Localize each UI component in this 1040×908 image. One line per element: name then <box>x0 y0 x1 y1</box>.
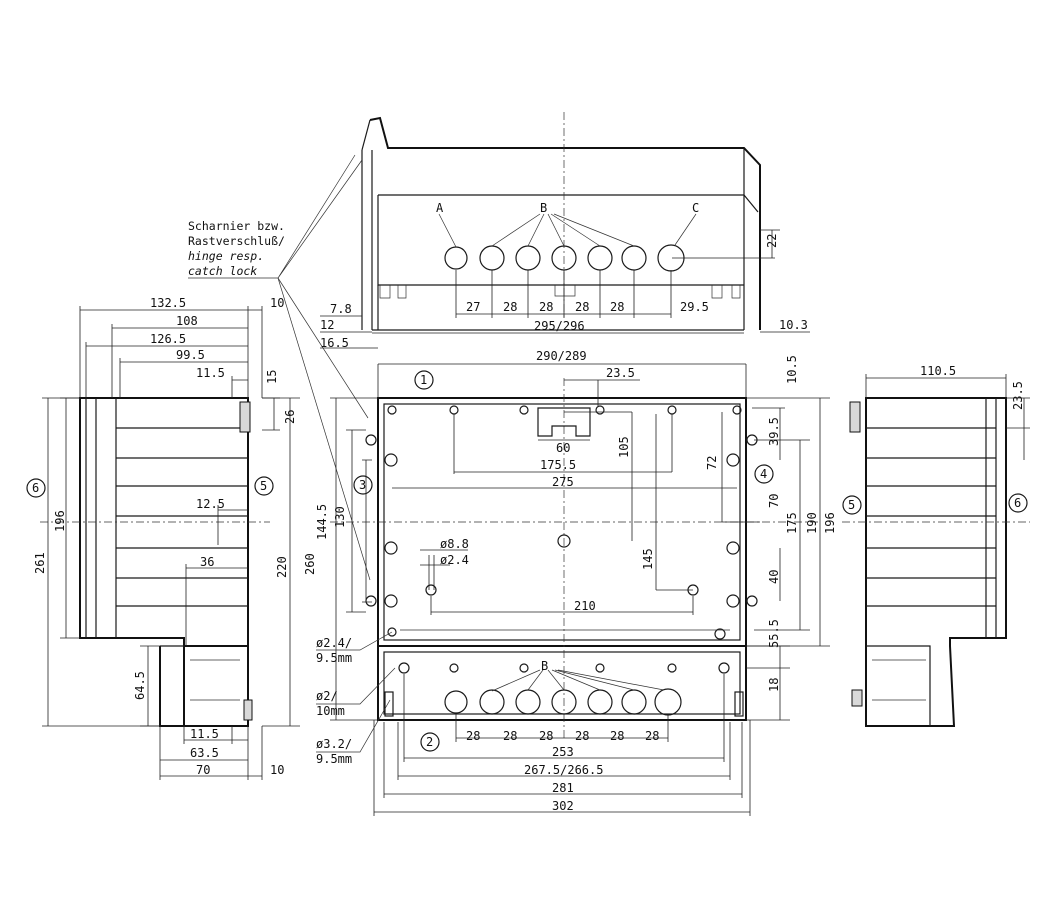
dim-23-5-right: 23.5 <box>1011 381 1025 410</box>
circled-2: 2 <box>426 735 433 749</box>
dim-70-left: 70 <box>196 763 210 777</box>
dim-phi-2-4: ø2.4 <box>440 553 469 567</box>
circled-5-right: 5 <box>848 498 855 512</box>
dim-phi-8-8: ø8.8 <box>440 537 469 551</box>
dim-253: 253 <box>552 745 574 759</box>
dim-26: 26 <box>283 410 297 424</box>
dim-22: 22 <box>765 234 779 248</box>
hole-3-a: ø3.2/ <box>316 737 352 751</box>
note-line-1: Scharnier bzw. <box>188 219 285 233</box>
dim-275: 275 <box>552 475 574 489</box>
dim-10-bottom: 10 <box>270 763 284 777</box>
note-text: Scharnier bzw. Rastverschluß/ hinge resp… <box>188 219 285 278</box>
dim-281: 281 <box>552 781 574 795</box>
dim-108: 108 <box>176 314 198 328</box>
dim-64-5: 64.5 <box>133 671 147 700</box>
dim-295-296: 295/296 <box>534 319 585 333</box>
dim-220: 220 <box>275 556 289 578</box>
dim-bottom-28-1: 28 <box>466 729 480 743</box>
dim-36: 36 <box>200 555 214 569</box>
dim-10-5: 10.5 <box>785 355 799 384</box>
hole-1-b: 9.5mm <box>316 651 352 665</box>
right-side-view <box>842 374 1030 727</box>
front-view <box>316 363 830 816</box>
hole-1-a: ø2.4/ <box>316 636 352 650</box>
circled-6-left: 6 <box>32 481 39 495</box>
dim-105: 105 <box>617 436 631 458</box>
dim-72: 72 <box>705 456 719 470</box>
note-line-2: Rastverschluß/ <box>188 234 285 248</box>
dim-bottom-28-2: 28 <box>503 729 517 743</box>
dim-267-5: 267.5/266.5 <box>524 763 603 777</box>
note-line-4: catch lock <box>188 264 257 278</box>
dim-16-5: 16.5 <box>320 336 349 350</box>
dim-126-5: 126.5 <box>150 332 186 346</box>
dim-175: 175 <box>785 512 799 534</box>
dim-210: 210 <box>574 599 596 613</box>
dim-10-top: 10 <box>270 296 284 310</box>
hole-3-b: 9.5mm <box>316 752 352 766</box>
dim-99-5: 99.5 <box>176 348 205 362</box>
dim-55-5: 55.5 <box>767 619 781 648</box>
dim-175-5: 175.5 <box>540 458 576 472</box>
dim-196-left: 196 <box>53 510 67 532</box>
dim-302: 302 <box>552 799 574 813</box>
dim-11-5-bottom: 11.5 <box>190 727 219 741</box>
dim-70: 70 <box>767 494 781 508</box>
dim-261: 261 <box>33 552 47 574</box>
dim-132-5: 132.5 <box>150 296 186 310</box>
dim-130: 130 <box>333 506 347 528</box>
note-line-3: hinge resp. <box>188 249 264 263</box>
dim-12: 12 <box>320 318 334 332</box>
dim-bottom-28-3: 28 <box>539 729 553 743</box>
dim-63-5: 63.5 <box>190 746 219 760</box>
dim-23-5: 23.5 <box>606 366 635 380</box>
dim-15: 15 <box>265 370 279 384</box>
dim-10-3: 10.3 <box>779 318 808 332</box>
dim-190: 190 <box>805 512 819 534</box>
dim-145: 145 <box>641 548 655 570</box>
dim-60: 60 <box>556 441 570 455</box>
dim-7-8: 7.8 <box>330 302 352 316</box>
marker-a: A <box>436 201 444 215</box>
dim-27: 27 <box>466 300 480 314</box>
marker-c: C <box>692 201 699 215</box>
hole-2-b: 10mm <box>316 704 345 718</box>
dim-144-5: 144.5 <box>315 504 329 540</box>
left-side-view <box>40 306 300 780</box>
dim-bottom-28-4: 28 <box>575 729 589 743</box>
dim-110-5: 110.5 <box>920 364 956 378</box>
dim-18: 18 <box>767 678 781 692</box>
dim-28-d: 28 <box>610 300 624 314</box>
circled-3: 3 <box>359 478 366 492</box>
circled-6-right: 6 <box>1014 496 1021 510</box>
dim-bottom-28-5: 28 <box>610 729 624 743</box>
top-view <box>320 112 810 349</box>
circled-1: 1 <box>420 373 427 387</box>
dim-11-5-top: 11.5 <box>196 366 225 380</box>
marker-b-top: B <box>540 201 547 215</box>
dim-28-a: 28 <box>503 300 517 314</box>
dim-40: 40 <box>767 570 781 584</box>
circled-5-left: 5 <box>260 479 267 493</box>
dim-290-289: 290/289 <box>536 349 587 363</box>
dim-196: 196 <box>823 512 837 534</box>
dim-12-5: 12.5 <box>196 497 225 511</box>
dim-28-b: 28 <box>539 300 553 314</box>
dim-29-5: 29.5 <box>680 300 709 314</box>
circled-4: 4 <box>760 467 767 481</box>
circled-markers <box>26 370 1028 752</box>
marker-b-bottom: B <box>541 659 548 673</box>
dim-bottom-28-6: 28 <box>645 729 659 743</box>
dim-260: 260 <box>303 553 317 575</box>
hole-2-a: ø2/ <box>316 689 338 703</box>
dim-39-5: 39.5 <box>767 417 781 446</box>
dim-28-c: 28 <box>575 300 589 314</box>
